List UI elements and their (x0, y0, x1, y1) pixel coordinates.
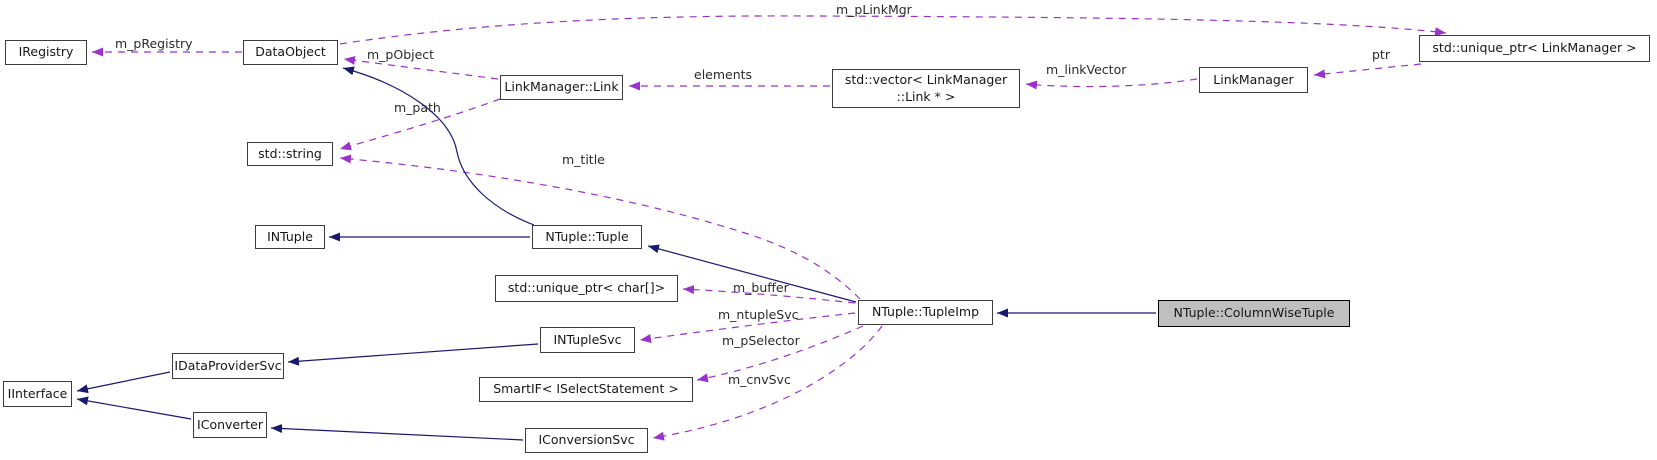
edge-inherit-tuple-dataobject (342, 66, 535, 226)
edge-inherit-iconversionsvc-iconverter (270, 424, 524, 441)
edge-label-m-title: m_title (562, 152, 605, 167)
edge-inherit-tupleimp-tuple (647, 244, 857, 303)
class-node-ntuple-columnwisetuple: NTuple::ColumnWiseTuple (1158, 300, 1350, 327)
edge-label-m-buffer: m_buffer (733, 280, 789, 295)
edge-label-m-ntuplesvc: m_ntupleSvc (718, 307, 799, 322)
class-node-ntuple-tupleimp[interactable]: NTuple::TupleImp (858, 300, 993, 325)
class-node-smartif-iselectstatement[interactable]: SmartIF< ISelectStatement > (479, 377, 693, 402)
class-node-iconversionsvc[interactable]: IConversionSvc (525, 428, 648, 453)
edge-label-ptr: ptr (1372, 47, 1390, 62)
class-node-iconverter[interactable]: IConverter (193, 412, 267, 438)
edge-usage-m-ntuplesvc (639, 312, 856, 343)
edge-label-m-pobject: m_pObject (367, 47, 435, 62)
class-node-std-string[interactable]: std::string (247, 142, 333, 166)
class-node-intuplesvc[interactable]: INTupleSvc (540, 327, 635, 353)
class-node-dataobject[interactable]: DataObject (243, 40, 338, 65)
edge-usage-m-title (339, 154, 861, 300)
edge-label-m-pselector: m_pSelector (722, 333, 800, 348)
edge-label-m-pregistry: m_pRegistry (115, 36, 193, 51)
class-node-iregistry[interactable]: IRegistry (5, 40, 87, 65)
class-node-iinterface[interactable]: IInterface (3, 381, 72, 407)
edge-label-m-plinkmgr: m_pLinkMgr (836, 2, 912, 17)
class-node-ntuple-tuple[interactable]: NTuple::Tuple (532, 225, 642, 249)
class-node-std-unique-ptr-linkmanager[interactable]: std::unique_ptr< LinkManager > (1419, 35, 1650, 62)
edge-inherit-intuplesvc-idataprovider (287, 343, 539, 366)
edge-usage-m-pselector (696, 325, 864, 383)
edge-usage-m-plinkmgr (339, 15, 1447, 45)
edge-inherit-idataprovider-iinterface (76, 371, 171, 394)
class-node-idataprovidersvc[interactable]: IDataProviderSvc (172, 353, 284, 379)
edge-label-m-cnvsvc: m_cnvSvc (728, 372, 791, 387)
edge-usage-m-linkvector (1025, 78, 1198, 90)
edge-label-elements: elements (694, 67, 753, 82)
edge-usage-m-path (339, 98, 501, 151)
class-node-linkmanager-link[interactable]: LinkManager::Link (500, 75, 623, 100)
class-node-linkmanager[interactable]: LinkManager (1199, 67, 1308, 93)
edge-inherit-iconverter-iinterface (76, 396, 192, 420)
edge-label-m-linkvector: m_linkVector (1046, 62, 1127, 77)
edge-usage-ptr (1313, 63, 1422, 79)
class-node-std-unique-ptr-char[interactable]: std::unique_ptr< char[]> (495, 275, 678, 302)
edge-label-m-path: m_path (394, 100, 441, 115)
class-node-intuple[interactable]: INTuple (255, 225, 325, 249)
class-node-std-vector-linkmanager-link[interactable]: std::vector< LinkManager ::Link * > (832, 69, 1020, 108)
